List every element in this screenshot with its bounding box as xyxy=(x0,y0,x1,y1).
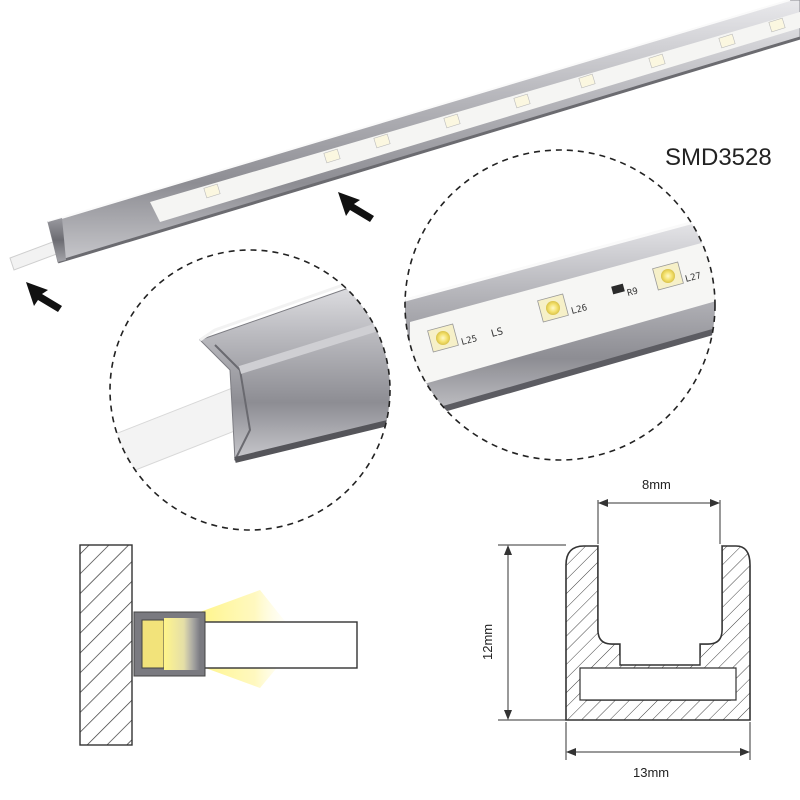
dim-label-13mm: 13mm xyxy=(633,765,669,780)
led-chip-icon xyxy=(427,261,684,353)
zoom-circle-left xyxy=(109,249,391,531)
wall-mount-section xyxy=(79,544,358,746)
label-logo: LS xyxy=(490,326,504,340)
label-l27: L27 xyxy=(684,271,702,285)
arrow-icon xyxy=(26,282,62,312)
dimension-13mm: 13mm xyxy=(565,722,751,780)
zoom-circle-right: L25 LS L26 R9 L27 xyxy=(404,149,716,461)
led-insert xyxy=(141,619,165,669)
profile-cross-section xyxy=(565,545,751,721)
channel-end xyxy=(48,218,66,262)
strip-leds xyxy=(203,17,786,199)
wall xyxy=(79,544,133,746)
label-r9: R9 xyxy=(626,286,639,298)
label-l25: L25 xyxy=(460,334,478,348)
pcb-strip xyxy=(150,12,800,222)
arrow-icon xyxy=(338,192,374,222)
product-title: SMD3528 xyxy=(665,144,772,171)
dim-label-12mm: 12mm xyxy=(480,624,495,660)
dimension-8mm: 8mm xyxy=(597,477,721,544)
resistor-icon xyxy=(611,283,625,295)
led-channel-photo xyxy=(9,0,800,271)
dimension-12mm: 12mm xyxy=(480,544,566,721)
label-l26: L26 xyxy=(570,303,588,317)
dim-label-8mm: 8mm xyxy=(642,477,671,492)
